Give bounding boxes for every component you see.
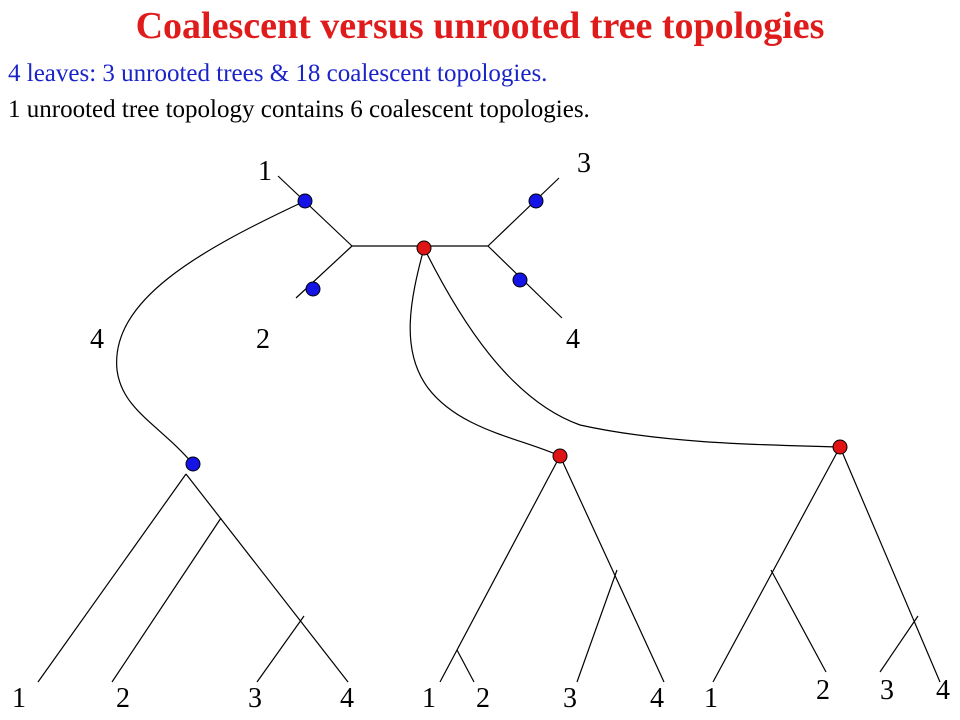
tree2-leaf-label-3: 3 bbox=[563, 683, 577, 714]
tree3-branch-leaf2 bbox=[770, 569, 827, 673]
tree1-branch-leaf3 bbox=[256, 615, 305, 683]
tree2-branch-right bbox=[559, 455, 665, 683]
tree3-branch-left bbox=[712, 446, 841, 683]
tree1-branch-leaf2 bbox=[111, 517, 222, 683]
connector-curve-left bbox=[116, 200, 306, 465]
connector-curve-right bbox=[423, 247, 841, 448]
tree1-branch-leaf1 bbox=[37, 473, 187, 683]
unrooted-label-2: 2 bbox=[256, 324, 270, 355]
tree3-branch-right bbox=[839, 446, 941, 683]
branch-label-left: 4 bbox=[90, 324, 104, 355]
tree2-root-node bbox=[552, 448, 568, 464]
tree1-leaf-label-1: 1 bbox=[12, 683, 26, 714]
tree1-root-node bbox=[185, 456, 201, 472]
tree1-branch-root-right bbox=[185, 473, 349, 683]
subtitle-summary: 4 leaves: 3 unrooted trees & 18 coalesce… bbox=[8, 60, 548, 87]
unrooted-node-internal bbox=[416, 240, 432, 256]
tree2-branch-leaf3 bbox=[576, 569, 618, 683]
unrooted-edge-1 bbox=[277, 175, 353, 247]
tree2-leaf-label-1: 1 bbox=[422, 683, 436, 714]
page-title: Coalescent versus unrooted tree topologi… bbox=[135, 5, 825, 47]
unrooted-node-leaf2 bbox=[305, 281, 321, 297]
tree2-branch-left bbox=[439, 455, 561, 683]
tree3-leaf-label-2: 2 bbox=[816, 675, 830, 706]
tree3-leaf-label-4: 4 bbox=[936, 675, 950, 706]
unrooted-edge-2 bbox=[295, 245, 353, 299]
unrooted-node-leaf4 bbox=[512, 272, 528, 288]
unrooted-node-leaf1 bbox=[297, 193, 313, 209]
tree3-leaf-label-3: 3 bbox=[880, 675, 894, 706]
unrooted-node-leaf3 bbox=[528, 193, 544, 209]
unrooted-label-1: 1 bbox=[258, 156, 272, 187]
tree1-leaf-label-4: 4 bbox=[340, 683, 354, 714]
tree3-leaf-label-1: 1 bbox=[704, 683, 718, 714]
tree2-leaf-label-2: 2 bbox=[476, 683, 490, 714]
unrooted-edge-3 bbox=[487, 177, 560, 247]
tree2-leaf-label-4: 4 bbox=[650, 683, 664, 714]
tree3-branch-leaf3 bbox=[879, 615, 919, 673]
subtitle-detail: 1 unrooted tree topology contains 6 coal… bbox=[8, 96, 590, 123]
tree1-leaf-label-2: 2 bbox=[116, 683, 130, 714]
unrooted-label-4: 4 bbox=[566, 324, 580, 355]
connector-curve-middle bbox=[409, 247, 561, 457]
unrooted-label-3: 3 bbox=[577, 148, 591, 179]
tree3-root-node bbox=[832, 439, 848, 455]
tree1-leaf-label-3: 3 bbox=[248, 683, 262, 714]
tree2-branch-leaf2 bbox=[456, 649, 475, 683]
